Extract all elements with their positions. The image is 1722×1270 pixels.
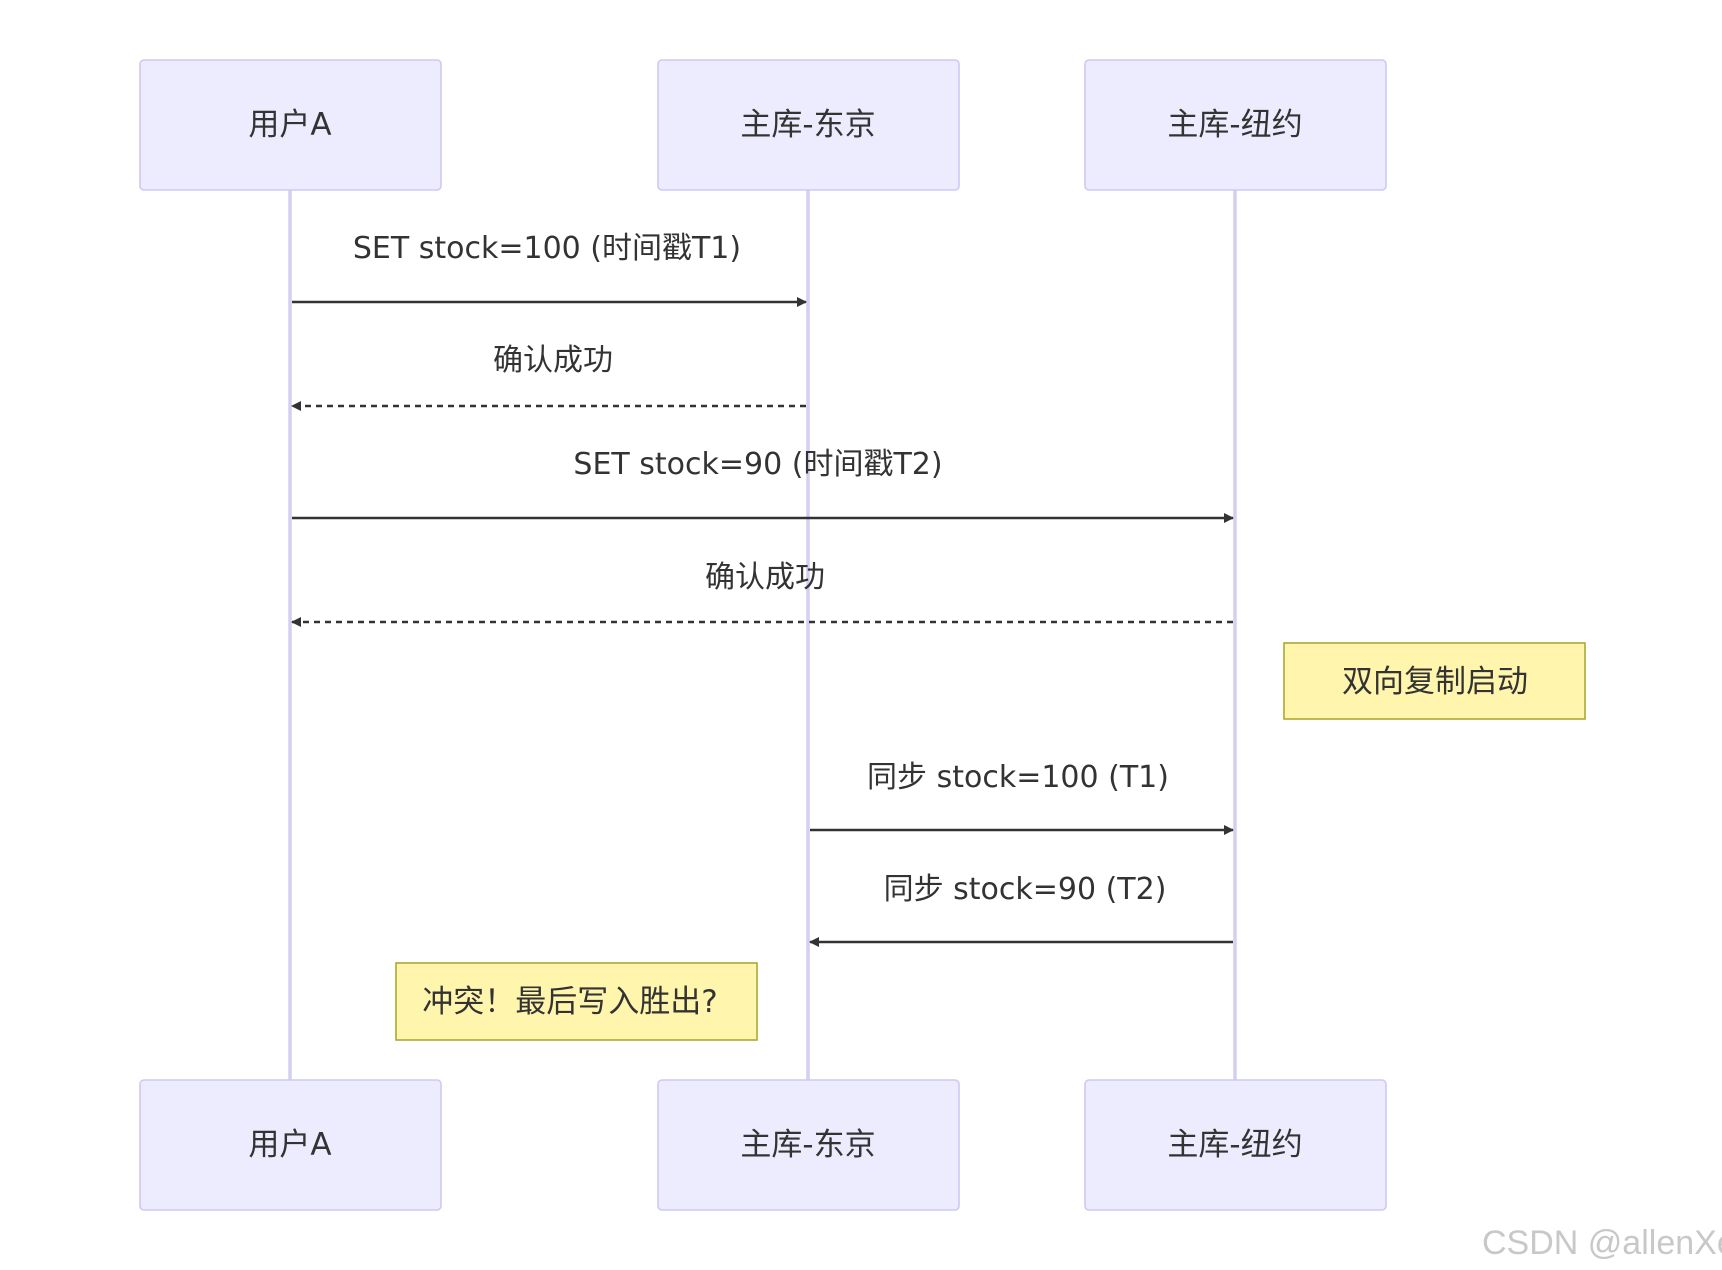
actor-newyork-top: 主库-纽约 [1084,59,1387,191]
message-label: 同步 stock=100 (T1) [867,760,1169,795]
actor-label: 用户A [248,107,331,143]
message-sync-90: 同步 stock=90 (T2) [809,872,1233,947]
message-label: 确认成功 [705,560,825,595]
note-text: 冲突！最后写入胜出? [422,984,717,1020]
message-sync-100: 同步 stock=100 (T1) [810,760,1234,835]
actor-newyork-bottom: 主库-纽约 [1084,1079,1387,1211]
actor-label: 主库-纽约 [1167,1127,1302,1163]
actor-label: 主库-纽约 [1167,107,1302,143]
message-set-stock-90: SET stock=90 (时间戳T2) [292,447,1234,523]
watermark: CSDN @allenXer [1482,1224,1722,1262]
message-set-stock-100: SET stock=100 (时间戳T1) [292,231,807,307]
actor-label: 用户A [248,1127,331,1163]
message-label: SET stock=100 (时间戳T1) [353,231,741,266]
note-text: 双向复制启动 [1342,664,1528,700]
note-replication-start: 双向复制启动 [1283,642,1586,720]
actor-user-a-bottom: 用户A [139,1079,442,1211]
actor-user-a-top: 用户A [139,59,442,191]
actor-tokyo-top: 主库-东京 [657,59,960,191]
note-conflict: 冲突！最后写入胜出? [395,962,758,1041]
message-label: 同步 stock=90 (T2) [884,872,1167,907]
message-confirm-newyork: 确认成功 [291,560,1233,627]
actor-label: 主库-东京 [740,107,875,143]
message-confirm-tokyo: 确认成功 [291,343,806,411]
message-label: SET stock=90 (时间戳T2) [573,447,942,482]
actor-tokyo-bottom: 主库-东京 [657,1079,960,1211]
message-label: 确认成功 [493,343,613,378]
actor-label: 主库-东京 [740,1127,875,1163]
